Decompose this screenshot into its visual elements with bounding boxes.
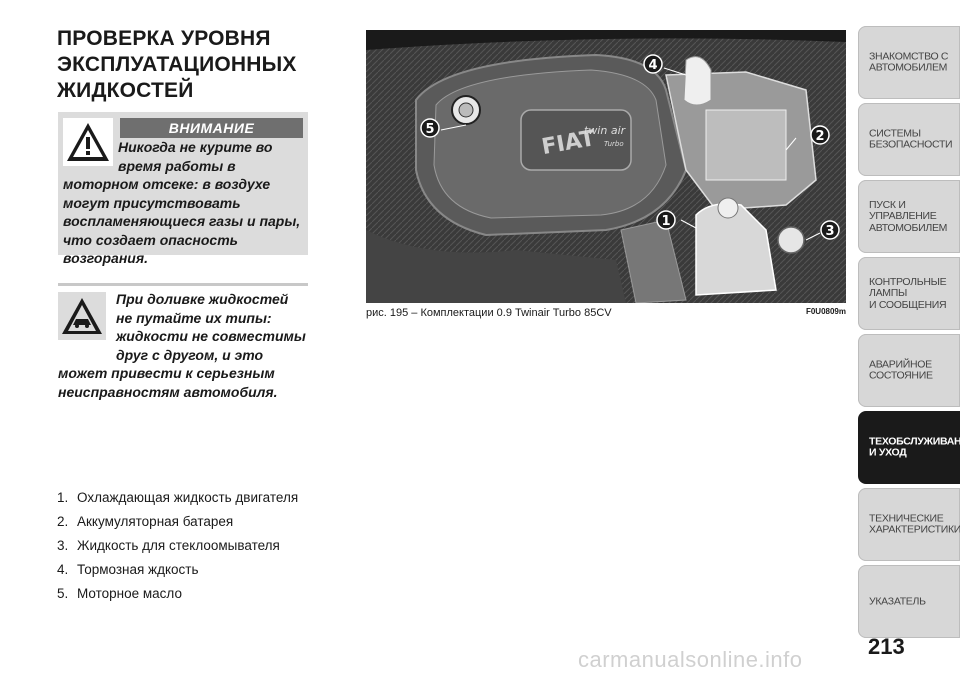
car-caution-icon (58, 292, 106, 340)
section-divider (58, 283, 308, 286)
turbo-logo: Turbo (604, 140, 624, 148)
component-legend: 1.Охлаждающая жидкость двигателя 2.Аккум… (57, 490, 327, 610)
tab-technical-specs[interactable]: ТЕХНИЧЕСКИЕ ХАРАКТЕРИСТИКИ (858, 488, 960, 561)
callout-3: 3 (820, 220, 840, 240)
callout-5: 5 (420, 118, 440, 138)
warning-triangle-icon (63, 118, 113, 166)
figure-caption: рис. 195 – Комплектации 0.9 Twinair Turb… (366, 307, 846, 321)
svg-text:5: 5 (425, 122, 434, 137)
figure-code: F0U0809m (805, 307, 846, 316)
warning-badge: ВНИМАНИЕ (120, 118, 303, 138)
page-number: 213 (868, 634, 905, 659)
engine-bay-photo: FIAT twin air Turbo 1 2 3 4 (366, 30, 846, 303)
tab-index[interactable]: УКАЗАТЕЛЬ (858, 565, 960, 638)
legend-item: 3.Жидкость для стеклоомывателя (57, 538, 280, 553)
tab-warning-lights[interactable]: КОНТРОЛЬНЫЕ ЛАМПЫ И СООБЩЕНИЯ (858, 257, 960, 330)
legend-item: 2.Аккумуляторная батарея (57, 514, 234, 529)
tab-emergency[interactable]: АВАРИЙНОЕ СОСТОЯНИЕ (858, 334, 960, 407)
callout-2: 2 (810, 125, 830, 145)
legend-item: 5.Моторное масло (57, 586, 182, 601)
callout-1: 1 (656, 210, 676, 230)
svg-text:3: 3 (825, 224, 834, 239)
chapter-tabs: ЗНАКОМСТВО С АВТОМОБИЛЕМ СИСТЕМЫ БЕЗОПАС… (858, 26, 960, 642)
svg-text:1: 1 (661, 214, 670, 229)
tab-safety-systems[interactable]: СИСТЕМЫ БЕЗОПАСНОСТИ (858, 103, 960, 176)
twinair-logo: twin air (584, 124, 627, 137)
tab-maintenance[interactable]: ТЕХОБСЛУЖИВАНИЕ И УХОД (858, 411, 960, 484)
tab-introduction[interactable]: ЗНАКОМСТВО С АВТОМОБИЛЕМ (858, 26, 960, 99)
caution-text: При доливке жидкостей не путайте их типы… (58, 291, 306, 400)
legend-item: 4.Тормозная ждкость (57, 562, 199, 577)
tab-starting-driving[interactable]: ПУСК И УПРАВЛЕНИЕ АВТОМОБИЛЕМ (858, 180, 960, 253)
page-title: ПРОВЕРКА УРОВНЯ ЭКСПЛУАТАЦИОННЫХ ЖИДКОСТ… (57, 27, 297, 102)
caption-text: рис. 195 – Комплектации 0.9 Twinair Turb… (366, 307, 612, 319)
warning-text: Никогда не курите во время работы в мото… (63, 139, 301, 266)
watermark: carmanualsonline.info (578, 647, 803, 672)
caution-note: При доливке жидкостей не путайте их типы… (58, 290, 308, 401)
legend-item: 1.Охлаждающая жидкость двигателя (57, 490, 299, 505)
warning-text-block: Никогда не курите во время работы в мото… (63, 138, 305, 268)
warning-box: ВНИМАНИЕ Никогда не курите во время рабо… (58, 112, 308, 266)
svg-text:2: 2 (815, 129, 824, 144)
svg-text:4: 4 (648, 58, 657, 73)
callout-4: 4 (643, 54, 663, 74)
